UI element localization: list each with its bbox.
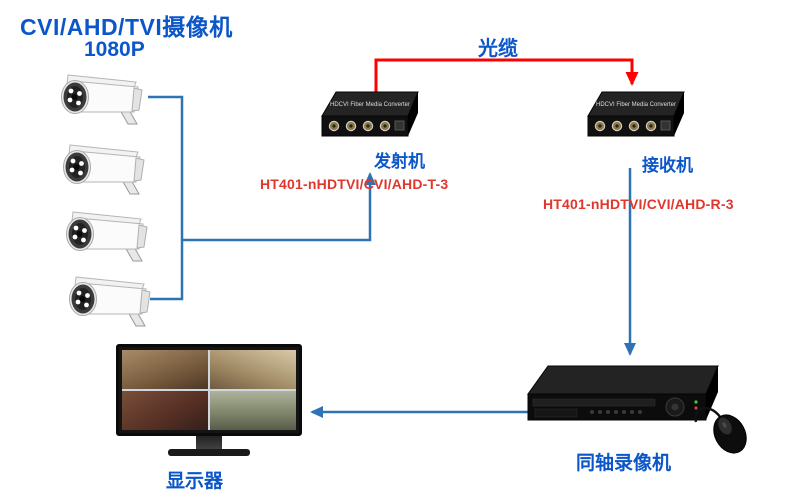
bullet-camera-2 bbox=[60, 136, 152, 198]
dvr-label: 同轴录像机 bbox=[576, 453, 672, 474]
dvr-button bbox=[638, 410, 642, 414]
bnc-pin bbox=[632, 124, 636, 128]
monitor bbox=[116, 344, 302, 436]
bnc-pin bbox=[649, 124, 653, 128]
bnc-pin bbox=[366, 124, 370, 128]
bnc-pin bbox=[332, 124, 336, 128]
receiver-label: 接收机 bbox=[642, 156, 693, 175]
dvr-button bbox=[590, 410, 594, 414]
dvr-led bbox=[694, 406, 698, 410]
monitor-label: 显示器 bbox=[166, 471, 224, 492]
bnc-pin bbox=[615, 124, 619, 128]
converter-side bbox=[674, 92, 684, 136]
dvr-display-strip bbox=[532, 398, 656, 407]
dvr-button bbox=[598, 410, 602, 414]
fiber-cable-label: 光缆 bbox=[478, 38, 518, 60]
converter-print-text: HDCVI Fiber Media Converter bbox=[330, 102, 410, 108]
monitor-base bbox=[168, 449, 250, 456]
monitor-stand bbox=[196, 436, 222, 450]
dvr-vent bbox=[534, 408, 578, 418]
bnc-pin bbox=[349, 124, 353, 128]
bullet-camera-3 bbox=[63, 203, 155, 265]
mouse-cable bbox=[694, 407, 724, 423]
converter-print-text: HDCVI Fiber Media Converter bbox=[596, 102, 676, 108]
monitor-quad-screen bbox=[122, 350, 296, 430]
transmitter-label: 发射机 bbox=[374, 152, 425, 171]
cctv-feed-2 bbox=[210, 350, 296, 389]
cctv-feed-4 bbox=[210, 391, 296, 430]
mouse bbox=[694, 407, 747, 454]
dvr-jog-center bbox=[671, 403, 679, 411]
transmitter-model: HT401-nHDTVI/CVI/AHD-T-3 bbox=[260, 176, 449, 192]
mouse-scroll-wheel bbox=[722, 422, 727, 428]
dvr-button bbox=[614, 410, 618, 414]
dvr-side bbox=[706, 366, 718, 420]
fiber-converter-transmitter: HDCVI Fiber Media Converter bbox=[321, 91, 419, 137]
bnc-pin bbox=[598, 124, 602, 128]
dvr-button bbox=[622, 410, 626, 414]
dvr-button bbox=[630, 410, 634, 414]
dvr-button bbox=[606, 410, 610, 414]
converter-side bbox=[408, 92, 418, 136]
dvr-recorder bbox=[527, 365, 719, 421]
bnc-pin bbox=[383, 124, 387, 128]
receiver-model: HT401-nHDTVI/CVI/AHD-R-3 bbox=[543, 196, 734, 212]
power-port bbox=[394, 120, 405, 131]
title-camera-type: CVI/AHD/TVI摄像机 bbox=[20, 14, 233, 40]
power-port bbox=[660, 120, 671, 131]
title-resolution: 1080P bbox=[84, 38, 145, 61]
dvr-led bbox=[694, 400, 698, 404]
cctv-feed-3 bbox=[122, 391, 208, 430]
fiber-converter-receiver: HDCVI Fiber Media Converter bbox=[587, 91, 685, 137]
bullet-camera-1 bbox=[58, 66, 150, 128]
cctv-feed-1 bbox=[122, 350, 208, 389]
dvr-top bbox=[527, 365, 719, 395]
bullet-camera-4 bbox=[66, 268, 158, 330]
